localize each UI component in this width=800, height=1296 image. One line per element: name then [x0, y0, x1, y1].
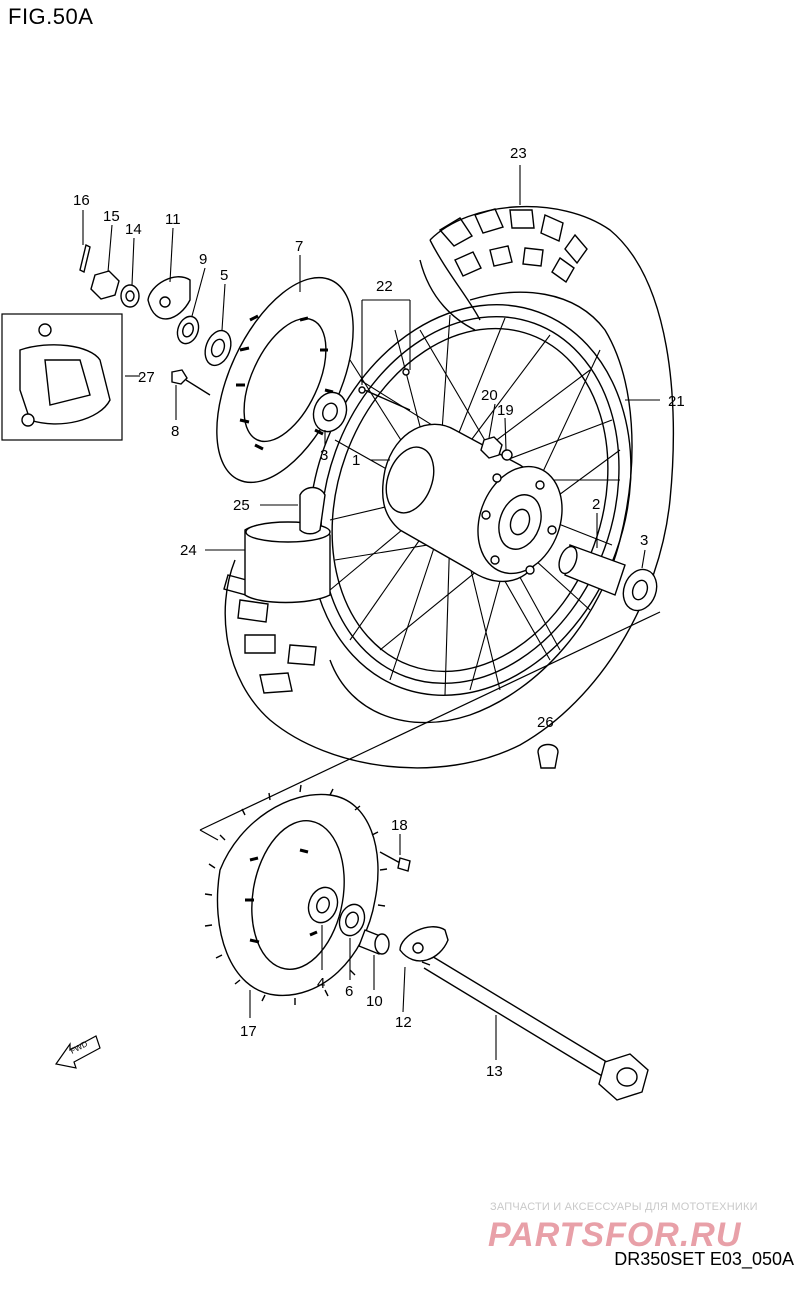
callout-6: 6	[345, 983, 353, 1000]
fwd-arrow: FWD	[54, 1035, 101, 1069]
watermark-logo-text: PARTSFOR.RU	[488, 1216, 742, 1254]
callout-7: 7	[295, 238, 303, 255]
leader-lines	[82, 165, 660, 1060]
tube-25	[299, 486, 326, 535]
section-line	[199, 611, 661, 831]
bolt-8	[171, 369, 211, 396]
brake-disc	[216, 276, 354, 484]
callout-18: 18	[391, 817, 408, 834]
spacer-9	[176, 315, 200, 345]
callout-22: 22	[376, 278, 393, 295]
callout-5: 5	[220, 267, 228, 284]
axle	[421, 954, 649, 1101]
callout-13: 13	[486, 1063, 503, 1080]
callout-25: 25	[233, 497, 250, 514]
callout-11: 11	[165, 211, 181, 228]
callout-27: 27	[138, 369, 155, 386]
callout-17: 17	[240, 1023, 257, 1040]
adjuster-12	[399, 926, 449, 962]
callout-19: 19	[497, 402, 514, 419]
spacer-10	[358, 929, 390, 955]
sprocket	[204, 784, 388, 1005]
spacer-2	[558, 544, 626, 596]
callout-3b: 3	[640, 532, 648, 549]
callout-10: 10	[366, 993, 383, 1010]
seal-6	[338, 903, 366, 937]
callout-14: 14	[125, 221, 142, 238]
bearing-3b	[622, 568, 658, 612]
hub	[381, 423, 563, 582]
callout-24: 24	[180, 542, 197, 559]
nut-15	[90, 270, 120, 300]
rim-band-24	[244, 521, 331, 604]
bearing-3a	[312, 391, 348, 433]
callout-4: 4	[317, 975, 325, 992]
callout-15: 15	[103, 208, 120, 225]
rim	[308, 304, 632, 696]
callout-2: 2	[592, 496, 600, 513]
watermark-logo: PARTSFOR.RU	[488, 1216, 742, 1254]
callout-16: 16	[73, 192, 90, 209]
chain-guard-27	[1, 313, 123, 441]
callout-12: 12	[395, 1014, 412, 1031]
figure-title: FIG.50A	[8, 4, 94, 29]
rim-lock-nut-19-20	[480, 436, 513, 461]
callout-26: 26	[537, 714, 554, 731]
spokes-22	[358, 368, 411, 411]
adjuster-11	[147, 276, 191, 320]
cotter-pin-16	[79, 243, 91, 274]
drawing-code: DR350SET E03_050A	[614, 1249, 794, 1269]
watermark-caption: ЗАПЧАСТИ И АКСЕССУАРЫ ДЛЯ МОТОТЕХНИКИ	[490, 1201, 758, 1213]
callout-20: 20	[481, 387, 498, 404]
callout-23: 23	[510, 145, 527, 162]
callout-9: 9	[199, 251, 207, 268]
callout-3a: 3	[320, 447, 328, 464]
washer-14	[120, 284, 140, 308]
bolt-18	[379, 851, 411, 872]
seal-5	[204, 329, 232, 367]
callout-1: 1	[352, 452, 360, 469]
callout-21: 21	[668, 393, 685, 410]
bearing-4	[307, 886, 339, 924]
callout-labels: 23 16 15 14 11 9 5 7 22 27 8 3 20 19 1 2…	[73, 145, 685, 1080]
valve-cap-26	[537, 743, 559, 769]
callout-8: 8	[171, 423, 179, 440]
